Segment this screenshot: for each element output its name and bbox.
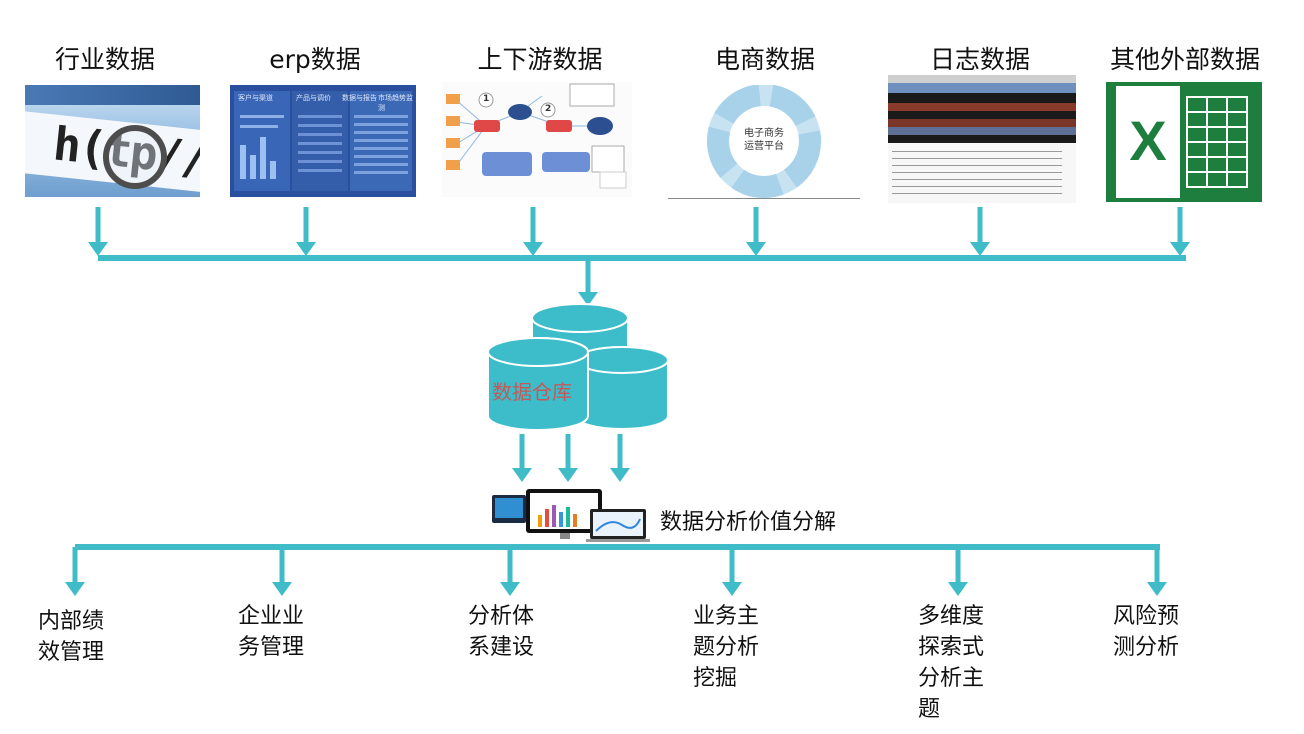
output-arrow-1-head — [65, 582, 85, 596]
erp-header-4: 市场趋势监测 — [378, 94, 413, 112]
source-label-supply-chain: 上下游数据 — [477, 45, 603, 74]
output-arrow-4-head — [722, 582, 742, 596]
output-arrow-2-head — [272, 582, 292, 596]
output-arrow-3-head — [500, 582, 520, 596]
source-label-ecommerce: 电商数据 — [714, 45, 815, 74]
browser-url-icon: h(tp//ww — [25, 85, 200, 197]
source-arrow-2-head — [296, 242, 316, 256]
output-label-business: 企业业 务管理 — [238, 604, 305, 660]
database-stack-icon — [480, 300, 680, 440]
source-arrow-1-head — [88, 242, 108, 256]
flowchart-icon: 1 2 — [442, 82, 632, 197]
warehouse-out-arrow-3-head — [610, 468, 630, 482]
output-label-topic-mining: 业务主 题分析 挖掘 — [693, 604, 760, 691]
output-arrow-5-head — [948, 582, 968, 596]
log-table-icon — [888, 75, 1076, 203]
excel-icon: X — [1106, 82, 1262, 202]
warehouse-out-arrow-2-head — [558, 468, 578, 482]
ecommerce-cycle-icon: 电子商务 运营平台 — [668, 85, 860, 199]
erp-header-2: 产品与调价 — [296, 94, 331, 102]
warehouse-label: 数据仓库 — [492, 380, 572, 404]
source-label-industry: 行业数据 — [54, 45, 155, 74]
analysis-label: 数据分析价值分解 — [660, 510, 837, 535]
source-label-log: 日志数据 — [929, 45, 1030, 74]
flow-node-1: 1 — [483, 94, 490, 104]
output-label-system: 分析体 系建设 — [468, 604, 535, 660]
erp-header-3: 数据与报告 — [342, 94, 377, 102]
devices-dashboard-icon — [490, 487, 650, 543]
ecommerce-center-text: 电子商务 运营平台 — [744, 128, 784, 152]
source-arrow-5-head — [970, 242, 990, 256]
erp-dashboard-icon: 客户与渠道 产品与调价 数据与报告 市场趋势监测 — [230, 85, 416, 197]
output-arrow-6-head — [1147, 582, 1167, 596]
flow-node-2: 2 — [545, 104, 552, 114]
erp-header-1: 客户与渠道 — [238, 94, 273, 102]
source-arrow-4-head — [746, 242, 766, 256]
output-label-multidim: 多维度 探索式 分析主 题 — [918, 604, 985, 722]
warehouse-in-arrow-head — [578, 292, 598, 306]
warehouse-out-arrow-1-head — [512, 468, 532, 482]
source-arrow-3-head — [523, 242, 543, 256]
output-label-performance: 内部绩 效管理 — [38, 609, 105, 665]
output-label-risk: 风险预 测分析 — [1113, 604, 1180, 660]
source-arrow-6-head — [1170, 242, 1190, 256]
source-label-erp: erp数据 — [269, 45, 361, 74]
excel-letter: X — [1129, 109, 1167, 172]
source-label-external: 其他外部数据 — [1109, 45, 1260, 74]
